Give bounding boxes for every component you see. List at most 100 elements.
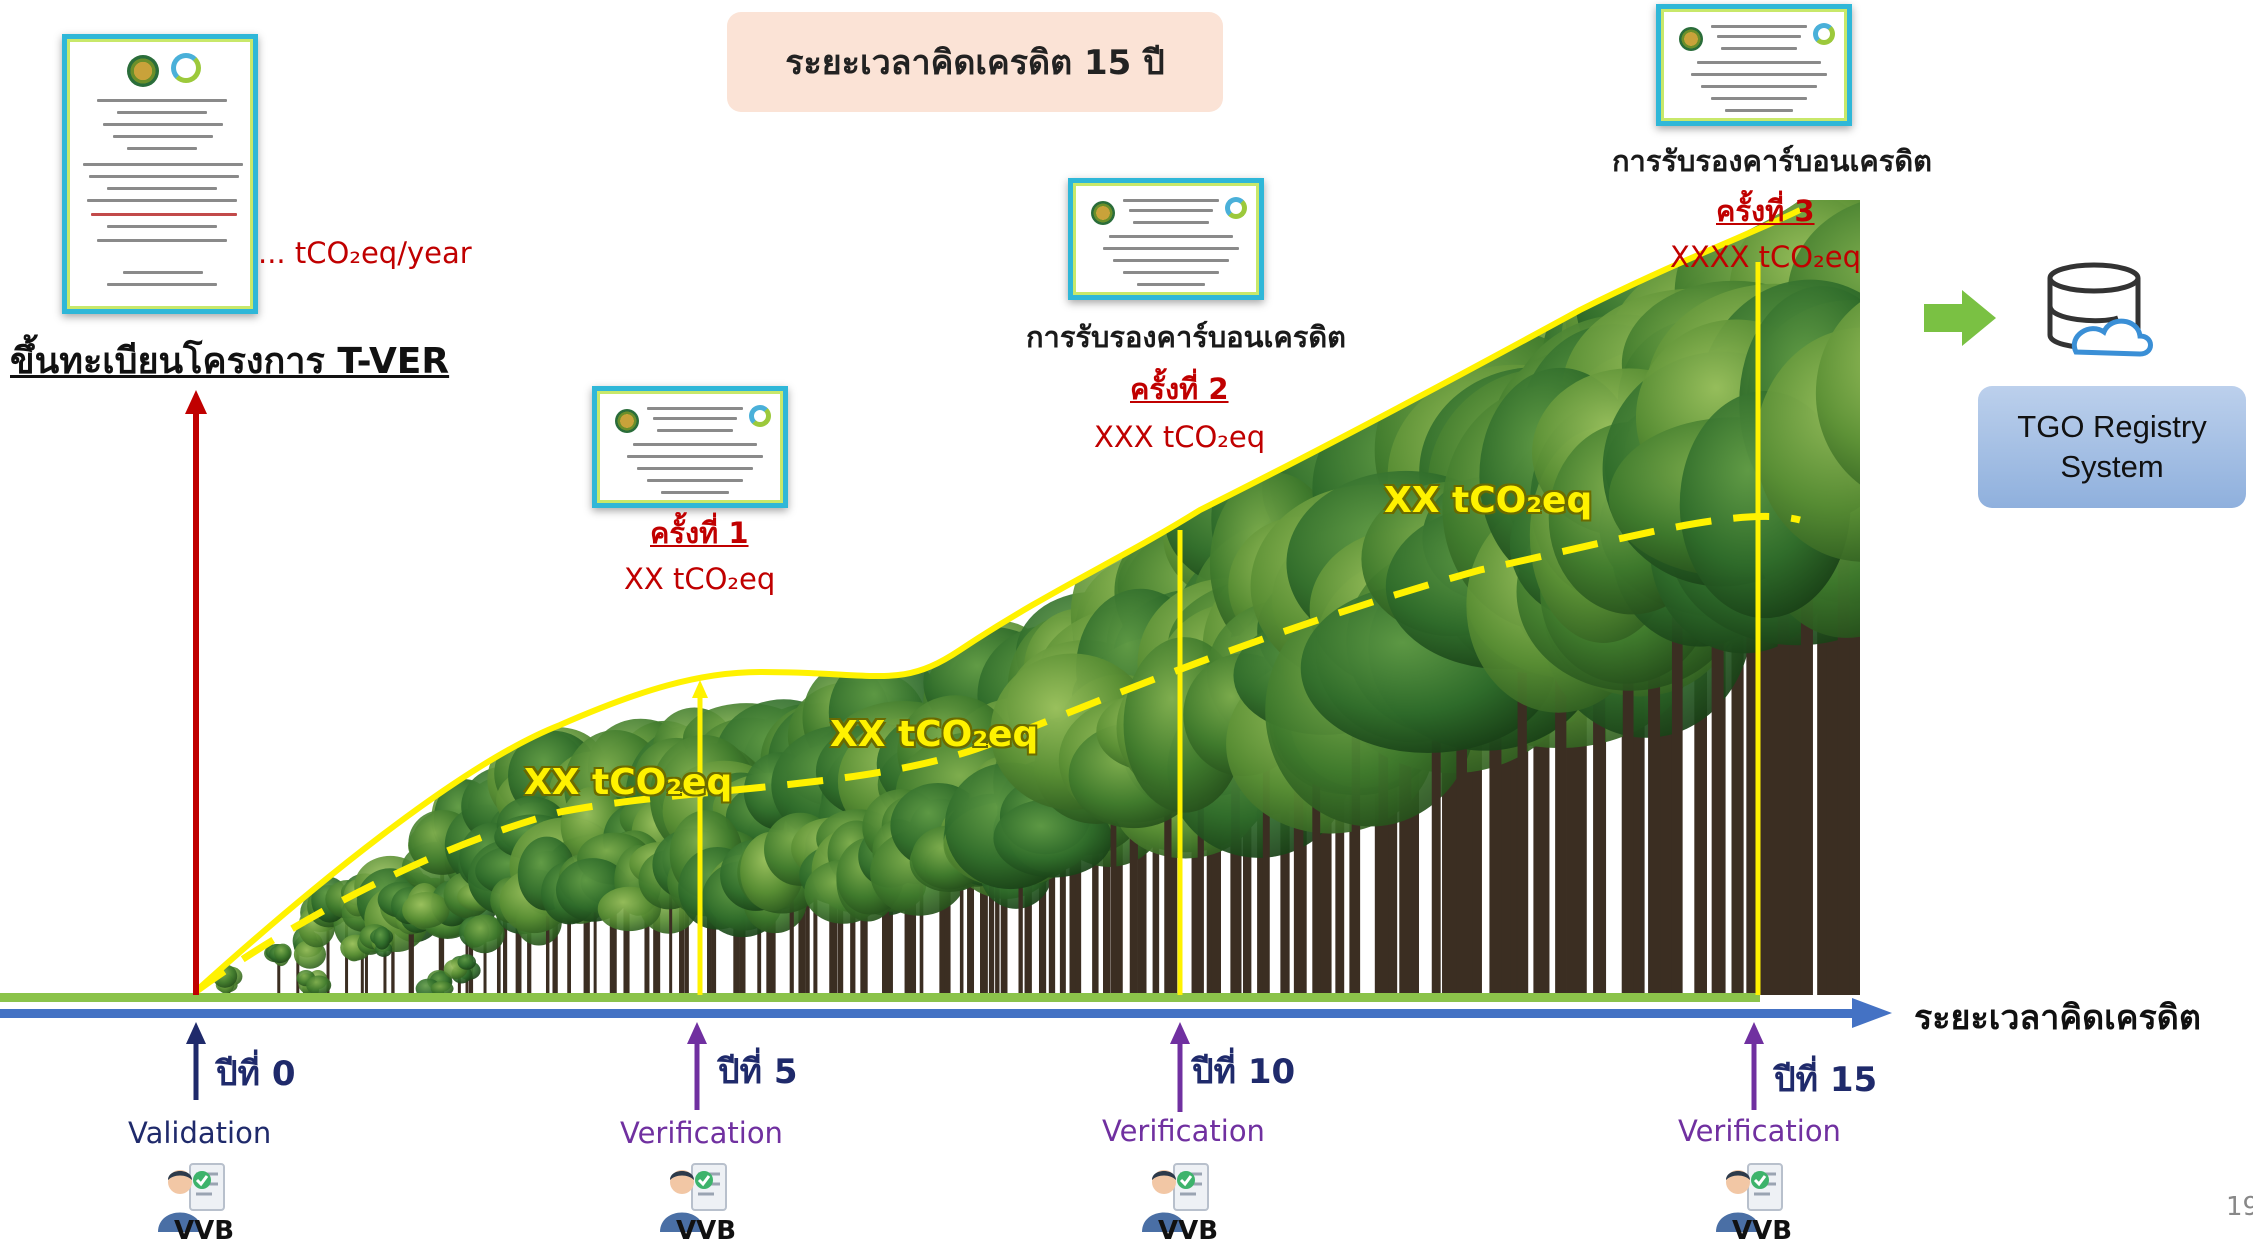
tree-trunk [1694,474,1707,995]
area-label-period-2: XX tCO₂eq [830,714,1039,755]
tree-trunk [1746,521,1759,995]
tgo-registry-label: TGO Registry System [2017,408,2207,484]
tree-crown [306,975,332,995]
tree-trunk [1129,795,1138,995]
area-label-period-3: XX tCO₂eq [1384,480,1593,521]
tree-trunk [1211,729,1221,995]
timeline-axis [0,1009,1852,1018]
tree-trunk [644,902,648,995]
tree-trunk [805,821,810,995]
tree-trunk [1018,831,1023,995]
tree-crown [463,914,505,954]
tree-trunk [296,951,300,995]
milestone-year-0: ปีที่ 0 [216,1054,296,1094]
tree-trunk [391,909,395,995]
tree-trunk [1092,767,1099,995]
tree-trunk [1351,685,1361,995]
tree-crown [430,981,454,995]
milestone-year-10: ปีที่ 10 [1192,1052,1296,1092]
milestone-stage-5: Verification [620,1116,783,1150]
tree-trunk [862,883,867,995]
milestone-arrow-0 [186,1022,206,1100]
growth-curve-dashed [192,512,1801,995]
auditor-icon-5 [660,1163,727,1232]
tree-trunk [669,877,673,995]
tree-trunk [919,851,924,995]
tree-trunk [518,917,522,995]
certification-3-amount: XXXX tCO₂eq [1670,240,1862,274]
tree-trunk [383,946,387,995]
tree-trunk [1312,715,1321,995]
tree-trunk [1110,771,1117,995]
ground-strip [0,993,1760,1002]
certification-2-round: ครั้งที่ 2 [1130,372,1229,406]
tree-trunk [1048,830,1056,995]
certificate-round-2 [1068,178,1264,300]
tree-trunk [939,864,945,995]
tree-trunk [1622,543,1634,995]
tree-trunk [1293,724,1304,995]
tree-crown [402,892,450,929]
cloud-database-icon [2047,262,2153,357]
auditor-label-10: VVB [1158,1216,1219,1246]
tree-trunk [1517,589,1527,995]
tree-trunk [1262,697,1270,995]
tree-trunk [1431,645,1441,995]
year5-line-arrowhead [692,680,708,698]
tree-trunk [1197,752,1204,995]
milestone-stage-0: Validation [128,1116,272,1150]
tree-trunk [584,873,590,995]
tree-trunk [277,960,281,995]
tree-trunk [483,932,487,995]
tree-crown [457,954,476,970]
tree-trunk [1856,405,1860,995]
milestone-year-5: ปีที่ 5 [718,1052,798,1092]
tree-trunk [995,857,1000,995]
tree-trunk [1671,523,1683,995]
tree-trunk [1555,608,1567,995]
tree-trunk [885,879,890,995]
auditor-label-0: VVB [174,1216,235,1246]
tree-trunk [1164,781,1172,995]
tree-trunk [1075,823,1082,995]
title-banner: ระยะเวลาคิดเครดิต 15 ปี [727,12,1223,112]
auditor-icon-10 [1142,1163,1209,1232]
tree-trunk [326,920,330,995]
registration-heading: ขึ้นทะเบียนโครงการ T-VER [10,341,450,382]
registration-certificate [62,34,258,314]
green-arrow-to-registry [1924,290,1996,346]
tree-trunk [733,885,738,995]
page-number: 19 [2226,1192,2253,1222]
certification-2-name: การรับรองคาร์บอนเครดิต [1026,320,1347,354]
registration-rate-label: ... tCO₂eq/year [258,236,472,270]
certification-1-round: ครั้งที่ 1 [650,516,749,550]
auditor-icon-15 [1716,1163,1783,1232]
area-label-period-1: XX tCO₂eq [524,762,733,803]
tree-trunk [1470,551,1482,995]
certificate-round-3 [1656,4,1852,126]
tree-crown [1755,327,1860,562]
tree-trunk [813,876,818,995]
certification-1-amount: XX tCO₂eq [624,562,776,596]
tree-trunk [1849,356,1860,995]
tree-trunk [593,893,597,995]
certification-3-round: ครั้งที่ 3 [1716,194,1815,228]
tree-trunk [567,898,572,995]
tree-trunk [1538,561,1550,995]
tree-trunk [1231,764,1240,995]
auditor-label-15: VVB [1732,1216,1793,1246]
tree-trunk [1152,715,1160,995]
milestone-stage-10: Verification [1102,1114,1265,1148]
tree-trunk [410,906,414,995]
certification-2-amount: XXX tCO₂eq [1094,420,1266,454]
tree-trunk [515,876,520,995]
milestone-stage-15: Verification [1678,1114,1841,1148]
tree-trunk [1378,670,1389,995]
tree-trunk [708,869,712,995]
tree-trunk [757,890,762,995]
tree-trunk [545,907,550,995]
milestone-arrow-10 [1170,1022,1190,1112]
tree-trunk [832,864,838,995]
milestone-year-15: ปีที่ 15 [1774,1060,1878,1100]
